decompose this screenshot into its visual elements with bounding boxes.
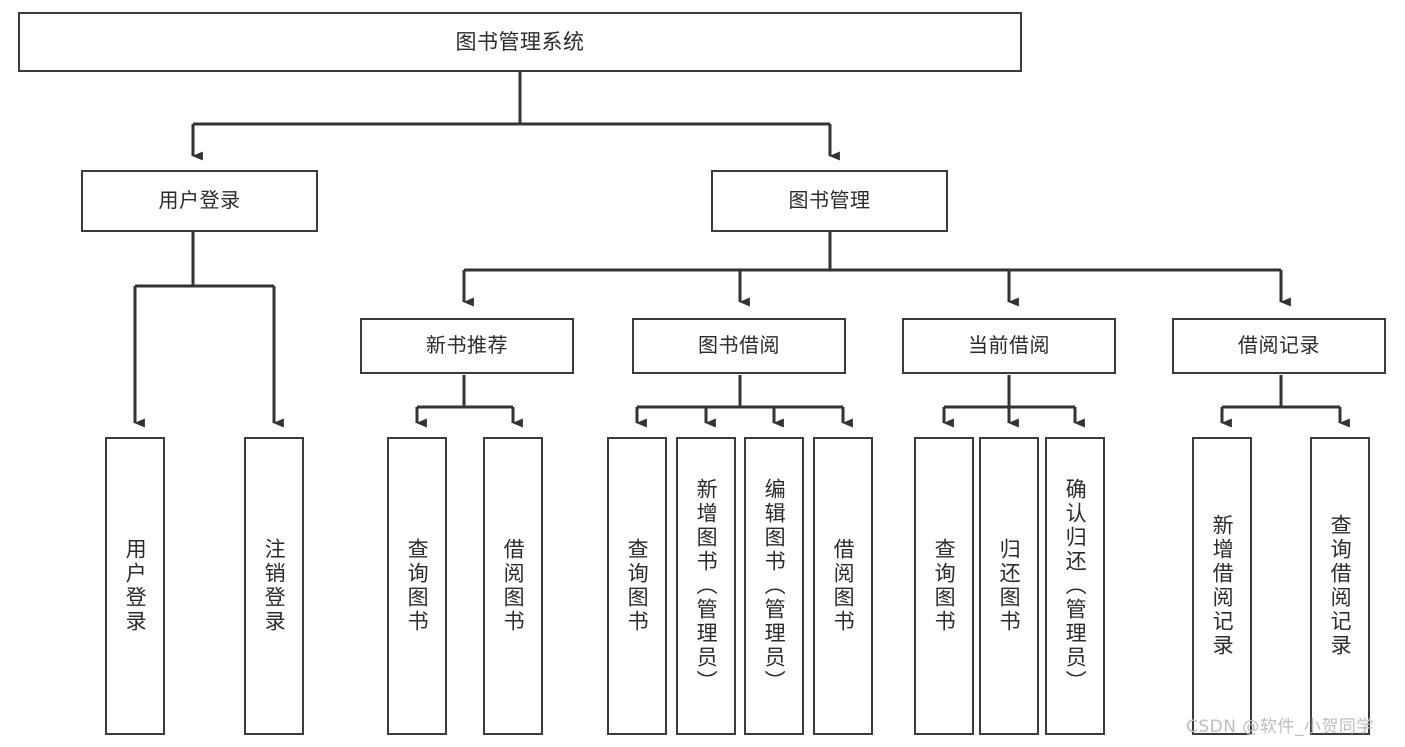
leaf-edit-book-admin[interactable]: 编辑图书（管理员） [744, 437, 804, 735]
node-label: 注销登录 [262, 538, 287, 634]
node-label: 查询图书 [405, 538, 430, 634]
node-label: 新书推荐 [426, 333, 508, 358]
leaf-query-book-recommendation[interactable]: 查询图书 [387, 437, 447, 735]
node-label: 用户登录 [158, 188, 241, 213]
node-user-login[interactable]: 用户登录 [81, 170, 318, 232]
node-label: 新增借阅记录 [1210, 514, 1235, 658]
node-label: 图书借阅 [698, 333, 780, 358]
node-label: 编辑图书（管理员） [762, 478, 787, 694]
leaf-return-book[interactable]: 归还图书 [979, 437, 1039, 735]
node-book-manage[interactable]: 图书管理 [711, 170, 948, 232]
node-label: 查询借阅记录 [1328, 514, 1353, 658]
node-label: 用户登录 [123, 538, 148, 634]
node-label: 归还图书 [997, 538, 1022, 634]
node-root-book-management-system[interactable]: 图书管理系统 [18, 12, 1022, 72]
node-new-book-recommendation[interactable]: 新书推荐 [360, 318, 574, 374]
node-book-borrow[interactable]: 图书借阅 [632, 318, 846, 374]
leaf-query-borrow-record[interactable]: 查询借阅记录 [1310, 437, 1370, 735]
node-label: 当前借阅 [968, 333, 1050, 358]
leaf-user-login[interactable]: 用户登录 [105, 437, 165, 735]
node-label: 确认归还（管理员） [1063, 478, 1088, 694]
leaf-logout[interactable]: 注销登录 [244, 437, 304, 735]
leaf-borrow-book[interactable]: 借阅图书 [813, 437, 873, 735]
node-label: 图书管理 [788, 188, 871, 213]
node-label: 新增图书（管理员） [694, 478, 719, 694]
leaf-confirm-return-admin[interactable]: 确认归还（管理员） [1045, 437, 1105, 735]
node-borrow-record[interactable]: 借阅记录 [1172, 318, 1386, 374]
node-current-borrow[interactable]: 当前借阅 [902, 318, 1116, 374]
node-label: 查询图书 [932, 538, 957, 634]
node-label: 借阅记录 [1238, 333, 1320, 358]
node-label: 借阅图书 [831, 538, 856, 634]
node-label: 图书管理系统 [455, 29, 585, 54]
node-label: 借阅图书 [501, 538, 526, 634]
leaf-query-book-current[interactable]: 查询图书 [914, 437, 974, 735]
csdn-watermark: CSDN @软件_小贺同学 [1186, 717, 1374, 737]
leaf-add-book-admin[interactable]: 新增图书（管理员） [676, 437, 736, 735]
node-label: 查询图书 [625, 538, 650, 634]
leaf-add-borrow-record[interactable]: 新增借阅记录 [1192, 437, 1252, 735]
leaf-query-book-borrow[interactable]: 查询图书 [607, 437, 667, 735]
leaf-borrow-book-recommendation[interactable]: 借阅图书 [483, 437, 543, 735]
